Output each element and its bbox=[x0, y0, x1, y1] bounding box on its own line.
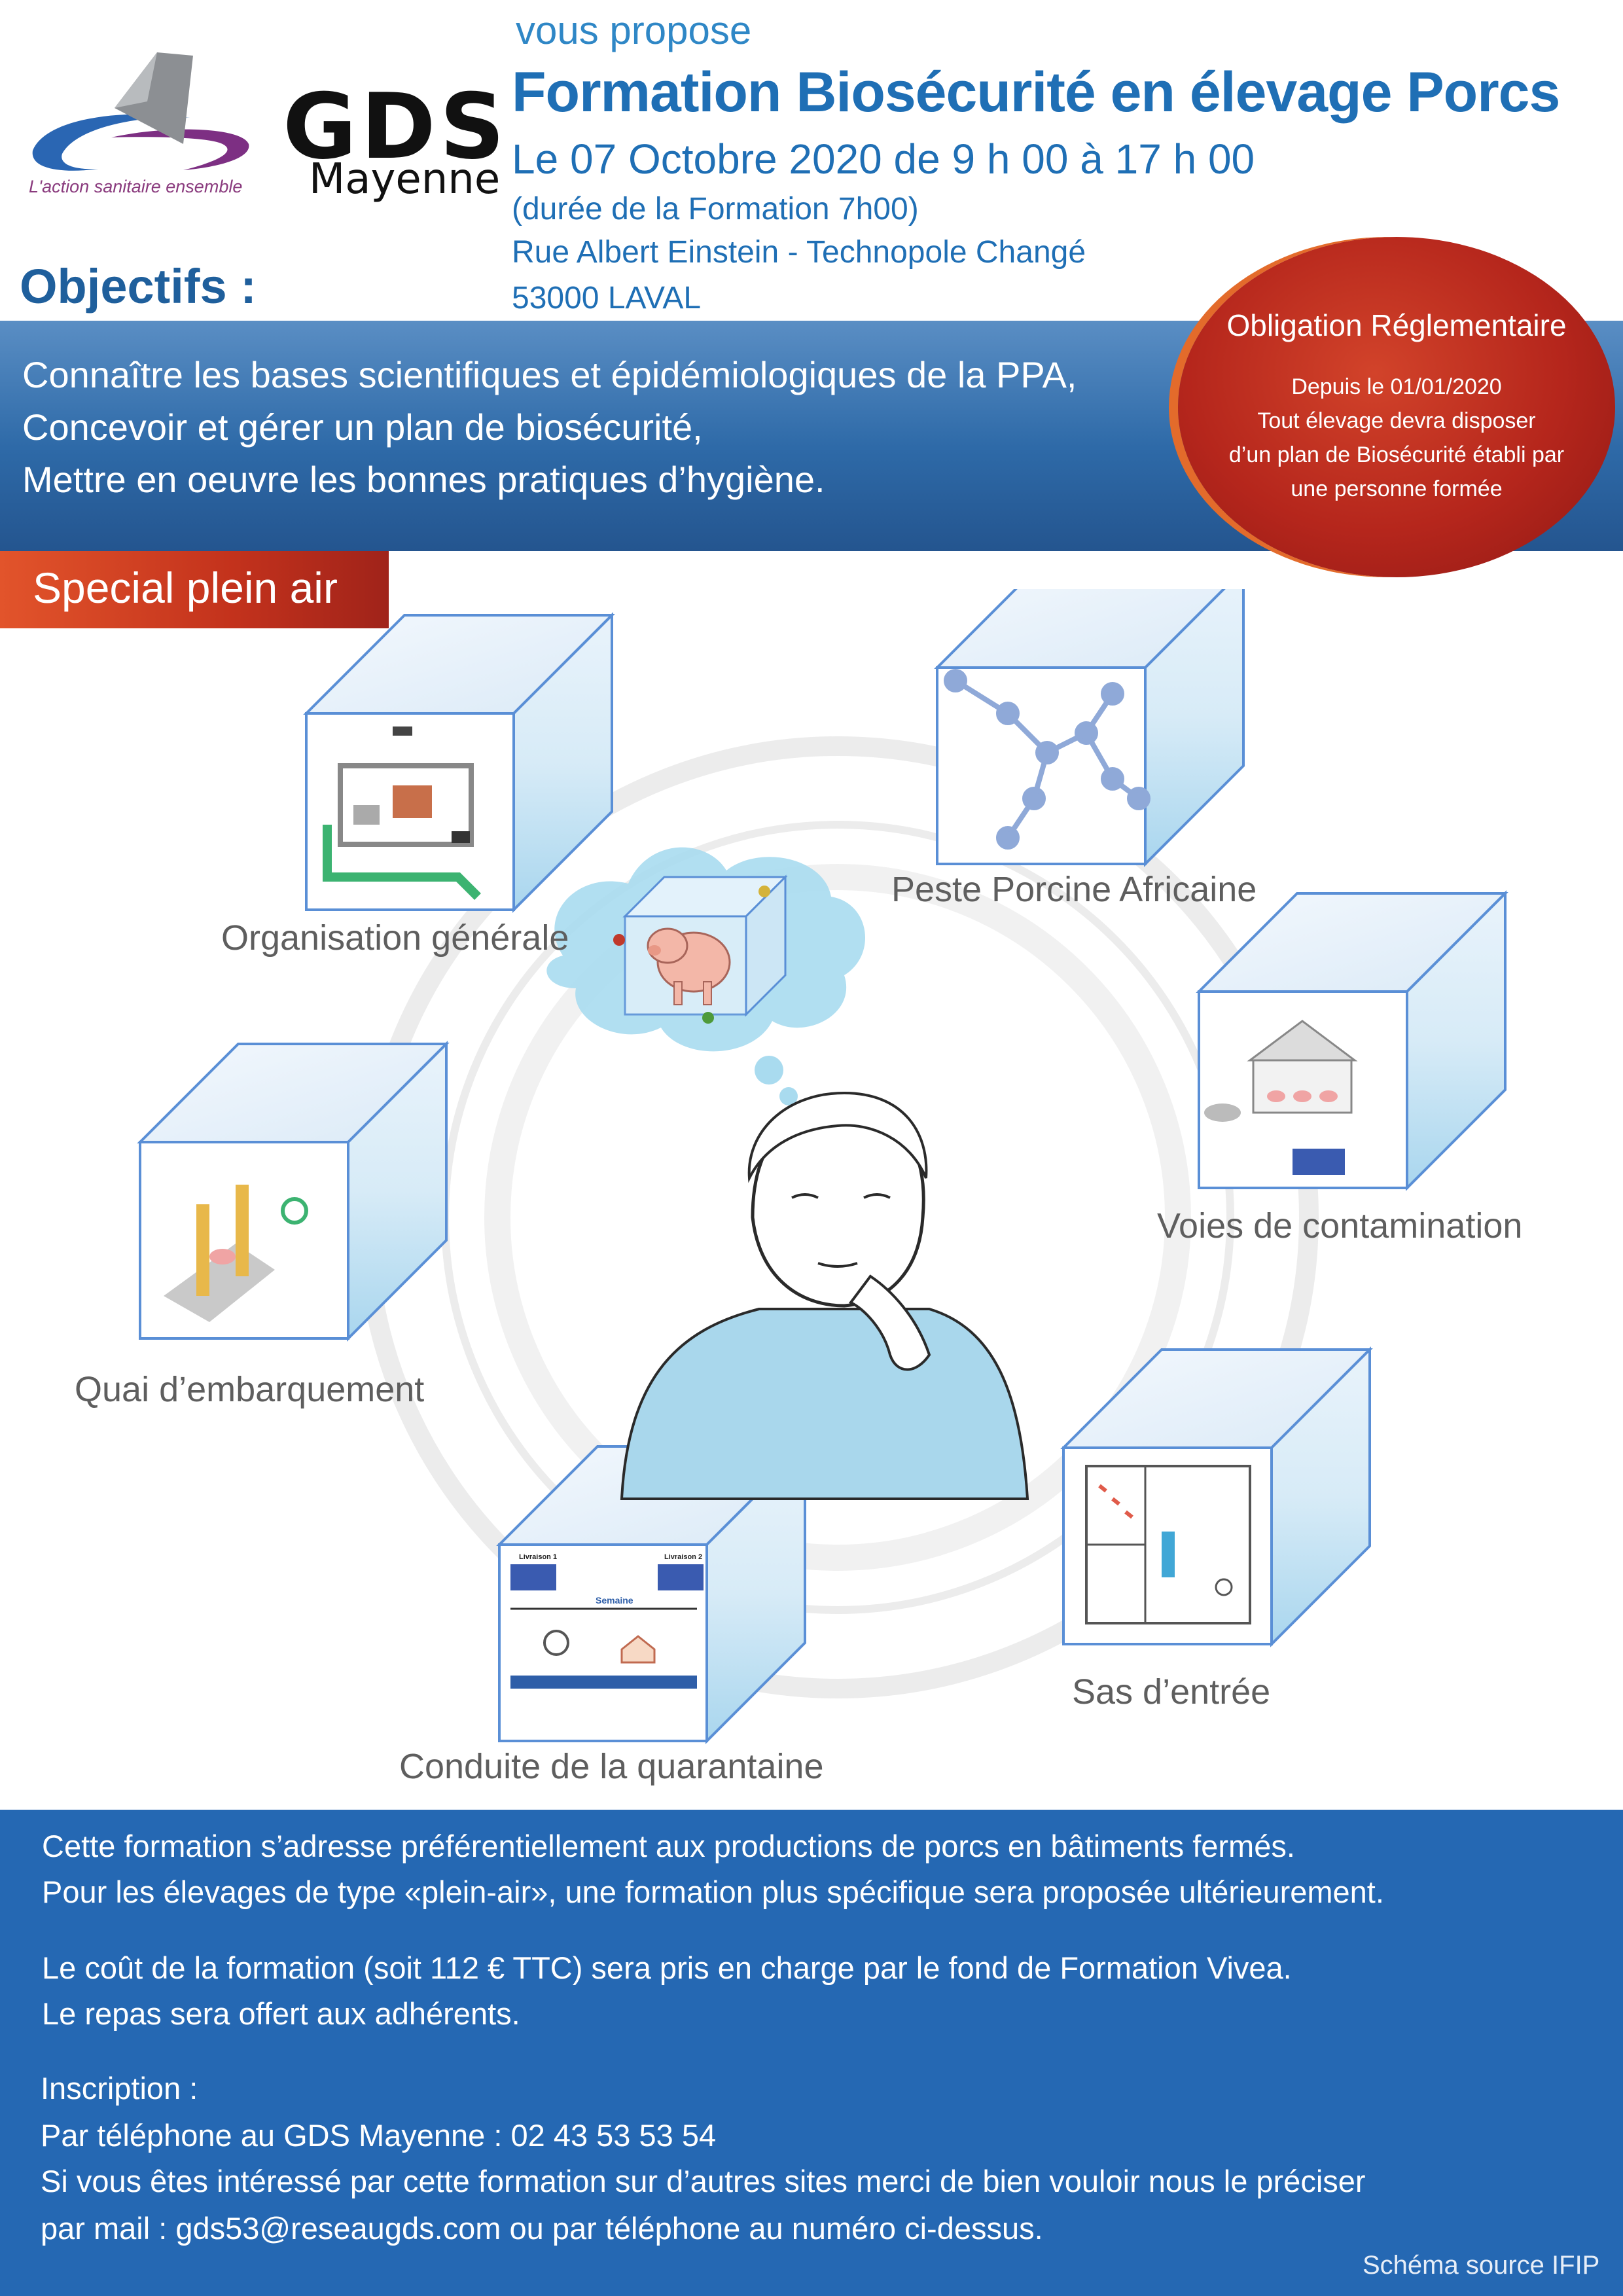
footer-email-line: par mail : gds53@reseaugds.com ou par té… bbox=[41, 2211, 1043, 2246]
topic-label-quarantaine: Conduite de la quarantaine bbox=[399, 1747, 824, 1786]
objective-item: Connaître les bases scientifiques et épi… bbox=[22, 354, 1077, 395]
gds-swoosh-icon bbox=[32, 52, 249, 171]
gds-logo: L'action sanitaire ensemble GDS Mayenne bbox=[26, 46, 510, 216]
footer-cost-line1: Le coût de la formation (soit 112 € TTC)… bbox=[42, 1950, 1292, 1985]
obligation-line: Depuis le 01/01/2020 bbox=[1291, 374, 1502, 399]
footer-phone-line: Par téléphone au GDS Mayenne : 02 43 53 … bbox=[41, 2118, 717, 2153]
logo-gds-text: GDS bbox=[283, 74, 509, 179]
virus-molecule-icon bbox=[944, 669, 1150, 850]
objective-item: Concevoir et gérer un plan de biosécurit… bbox=[22, 406, 703, 448]
event-address-line2: 53000 LAVAL bbox=[512, 281, 702, 315]
objectives-list: Connaître les bases scientifiques et épi… bbox=[22, 353, 1077, 511]
footer-inscription-heading: Inscription : bbox=[41, 2071, 198, 2106]
page-title: Formation Biosécurité en élevage Porcs bbox=[512, 61, 1560, 124]
topic-label-organisation: Organisation générale bbox=[221, 918, 569, 958]
header-propose: vous propose bbox=[516, 9, 752, 52]
special-plein-air-label: Special plein air bbox=[33, 564, 338, 612]
objectives-heading: Objectifs : bbox=[20, 259, 257, 314]
topic-label-ppa: Peste Porcine Africaine bbox=[891, 870, 1257, 909]
logo-tagline: L'action sanitaire ensemble bbox=[29, 177, 243, 196]
topic-label-quai: Quai d’embarquement bbox=[75, 1370, 425, 1409]
footer-other-sites-line: Si vous êtes intéressé par cette formati… bbox=[41, 2164, 1366, 2198]
topic-label-voies: Voies de contamination bbox=[1157, 1206, 1523, 1246]
event-date: Le 07 Octobre 2020 de 9 h 00 à 17 h 00 bbox=[512, 135, 1255, 183]
special-plein-air-banner: Special plein air bbox=[0, 551, 389, 628]
cube-ppa bbox=[934, 589, 1245, 867]
footer-target-line1: Cette formation s’adresse préférentielle… bbox=[42, 1829, 1295, 1863]
footer-target-line2: Pour les élevages de type «plein-air», u… bbox=[42, 1874, 1384, 1909]
cube-sas bbox=[1060, 1346, 1373, 1647]
objective-item: Mettre en oeuvre les bonnes pratiques d’… bbox=[22, 459, 825, 500]
topics-illustration: Livraison 1 Livraison 2 Semaine bbox=[137, 589, 1508, 1744]
thinking-man-illustration bbox=[620, 1091, 1029, 1500]
cube-organisation bbox=[303, 612, 615, 913]
info-footer: Cette formation s’adresse préférentielle… bbox=[0, 1810, 1623, 2296]
obligation-line: Tout élevage devra disposer bbox=[1257, 408, 1536, 433]
cube-quai bbox=[137, 1041, 450, 1342]
obligation-text: Depuis le 01/01/2020 Tout élevage devra … bbox=[1178, 374, 1615, 511]
quarantine-semaine-label: Semaine bbox=[596, 1595, 633, 1605]
event-address-line1: Rue Albert Einstein - Technopole Changé bbox=[512, 235, 1086, 270]
thought-bubble bbox=[546, 847, 866, 1105]
quarantine-livraison2-label: Livraison 2 bbox=[664, 1553, 702, 1561]
logo-mayenne-text: Mayenne bbox=[309, 155, 501, 204]
topic-label-sas: Sas d’entrée bbox=[1072, 1672, 1271, 1712]
cube-voies bbox=[1196, 890, 1508, 1191]
footer-cost-line2: Le repas sera offert aux adhérents. bbox=[42, 1996, 520, 2031]
obligation-badge: Obligation Réglementaire Depuis le 01/01… bbox=[1178, 237, 1615, 577]
obligation-line: une personne formée bbox=[1291, 476, 1503, 501]
pig-icon bbox=[647, 927, 731, 1005]
schema-source-credit: Schéma source IFIP bbox=[1363, 2251, 1600, 2280]
event-duration: (durée de la Formation 7h00) bbox=[512, 192, 919, 226]
obligation-line: d’un plan de Biosécurité établi par bbox=[1228, 442, 1565, 467]
quarantine-livraison1-label: Livraison 1 bbox=[519, 1553, 557, 1561]
obligation-title: Obligation Réglementaire bbox=[1226, 308, 1567, 342]
